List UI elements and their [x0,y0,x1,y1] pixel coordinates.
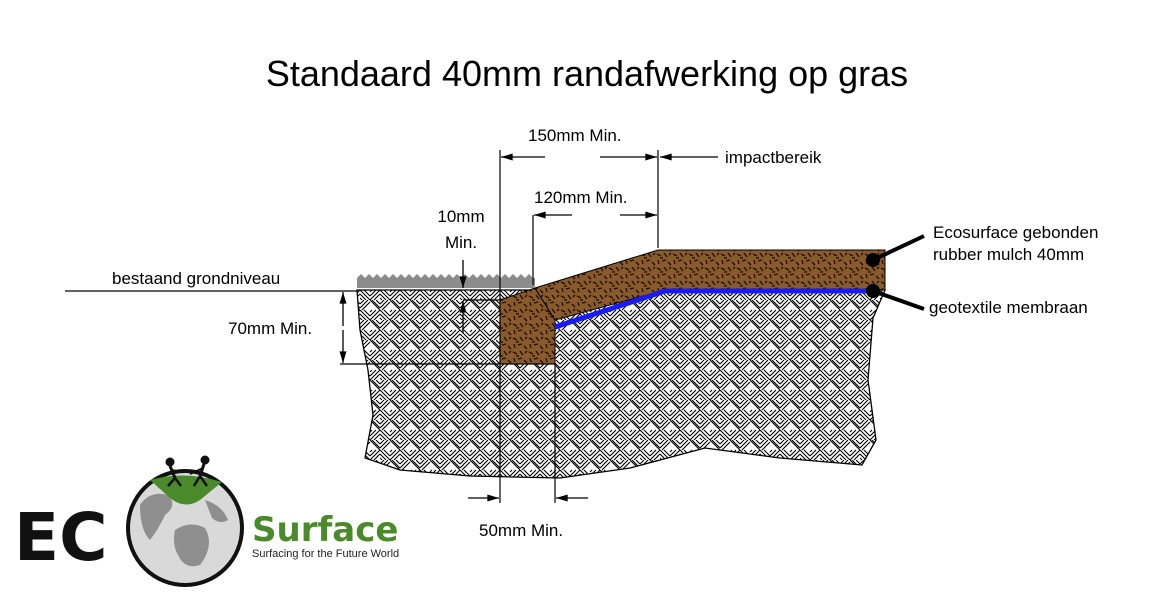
logo-word: Surface [252,510,398,550]
mulch-label-line1: Ecosurface gebonden [933,223,1098,242]
diagram-title: Standaard 40mm randafwerking op gras [266,53,908,94]
dim-50-label: 50mm Min. [479,521,563,540]
dim-150-label: 150mm Min. [528,126,622,145]
membrane-leader-line [872,289,925,311]
membrane-label: geotextile membraan [929,298,1088,317]
logo-globe-continents [140,493,228,567]
grass-blades [357,274,533,278]
grass-strip [357,278,535,288]
dim-10-label-line2: Min. [445,233,477,252]
mulch-label-line2: rubber mulch 40mm [933,245,1084,264]
membrane-leader-dot [866,284,880,298]
logo-letters: EC [14,499,108,576]
dim-10-label-line1: 10mm [437,207,484,226]
geotextile-membrane [554,288,878,330]
soil-layer [356,289,886,479]
dim-120-label: 120mm Min. [534,188,628,207]
mulch-leader-dot [866,253,880,267]
dim-70-label: 70mm Min. [228,319,312,338]
ground-level-label: bestaand grondniveau [112,269,280,288]
impact-label: impactbereik [725,148,822,167]
logo-workers-icon [165,455,210,487]
logo-tagline: Surfacing for the Future World [252,548,399,560]
ecosurface-logo: EC Surface Surfacing for the Future Worl… [14,455,399,587]
rubber-mulch-layer [534,249,886,321]
mulch-leader-line [872,234,925,262]
